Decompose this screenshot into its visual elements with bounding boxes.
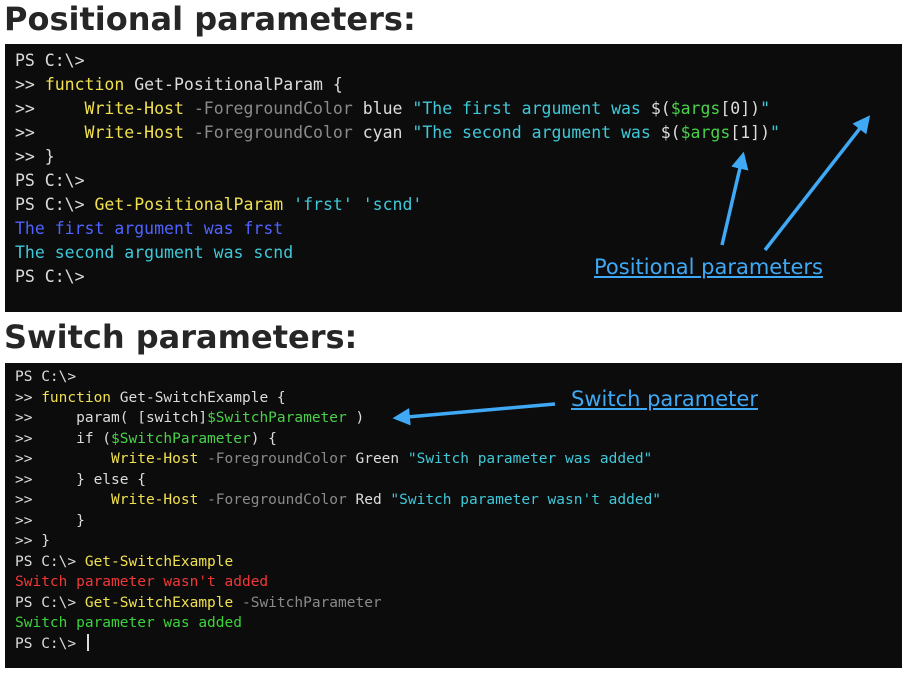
code-token: The second argument was scnd [15, 243, 294, 262]
code-token: "The second argument was [412, 123, 661, 142]
code-token: function [41, 389, 112, 406]
terminal-line: PS C:\> [15, 169, 85, 193]
terminal-line: >> } [15, 511, 85, 532]
terminal-line: >> } [15, 145, 55, 169]
code-token: >> [15, 123, 85, 142]
terminal-line: >> Write-Host -ForegroundColor Red "Swit… [15, 490, 661, 511]
code-token: >> [15, 389, 42, 406]
code-token: "The first argument was [412, 99, 651, 118]
code-token: The first argument was frst [15, 219, 284, 238]
code-token: -ForegroundColor [183, 123, 353, 142]
code-token: Red [346, 492, 391, 508]
terminal-line: PS C:\> Get-PositionalParam 'frst' 'scnd… [15, 193, 422, 217]
code-token: $SwitchParameter [111, 430, 251, 447]
terminal-line: PS C:\> Get-SwitchExample [15, 552, 233, 573]
code-token: >> [15, 75, 45, 94]
switch-parameters-heading: Switch parameters: [4, 318, 358, 356]
code-token: Get-PositionalParam { [124, 75, 343, 94]
code-token: Green [346, 451, 408, 467]
code-token: Write-Host [84, 99, 184, 118]
terminal-line: PS C:\> [15, 367, 76, 388]
code-token: -ForegroundColor [183, 99, 353, 118]
code-token: [0]) [720, 99, 761, 118]
terminal-line: >> function Get-SwitchExample { [15, 388, 286, 409]
terminal-line: PS C:\> Get-SwitchExample -SwitchParamet… [15, 593, 382, 614]
switch-parameter-annotation: Switch parameter [571, 387, 758, 411]
code-token: Switch parameter was added [15, 615, 242, 631]
code-token: >> [15, 99, 85, 118]
code-token: >> } [15, 512, 85, 529]
code-token: blue [352, 99, 413, 118]
terminal-line: PS C:\> [15, 633, 89, 655]
terminal-line: >> Write-Host -ForegroundColor cyan "The… [15, 121, 780, 145]
code-token: cyan [352, 123, 413, 142]
code-token: Get-SwitchExample [84, 594, 234, 611]
code-token: Write-Host [84, 123, 184, 142]
positional-parameters-terminal: PS C:\> >> function Get-PositionalParam {… [5, 44, 902, 312]
code-token: >> [15, 451, 112, 467]
terminal-line: >> } else { [15, 470, 146, 491]
code-token: PS C:\> [15, 51, 85, 70]
code-token: $( [660, 123, 681, 142]
code-token: >> } [15, 147, 55, 166]
positional-parameters-heading: Positional parameters: [4, 0, 416, 38]
code-token: [1]) [730, 123, 771, 142]
code-token: $( [650, 99, 671, 118]
terminal-line: PS C:\> [15, 265, 85, 289]
terminal-line: PS C:\> [15, 49, 85, 73]
code-token: Get-SwitchExample [84, 553, 234, 570]
code-token: Switch parameter wasn't added [15, 574, 269, 590]
code-token: >> [15, 492, 112, 508]
code-token: ) { [250, 430, 277, 447]
switch-parameters-terminal[interactable]: PS C:\>>> function Get-SwitchExample {>>… [5, 363, 902, 668]
code-token: >> if ( [15, 430, 112, 447]
code-token: $SwitchParameter [207, 410, 347, 426]
code-token: -ForegroundColor [198, 451, 347, 467]
code-token: PS C:\> [15, 594, 85, 611]
code-token: ) [346, 410, 365, 426]
code-token: >> } [15, 533, 50, 549]
code-token: -SwitchParameter [233, 594, 382, 611]
code-token: 'frst' 'scnd' [283, 195, 423, 214]
code-token: $args [670, 99, 721, 118]
terminal-line: The second argument was scnd [15, 241, 293, 265]
code-token: PS C:\> [15, 171, 85, 190]
code-token: PS C:\> [15, 635, 85, 652]
terminal-line: Switch parameter was added [15, 613, 242, 634]
code-token: " [760, 99, 771, 118]
code-token: "Switch parameter wasn't added" [390, 492, 662, 508]
code-token: >> } else { [15, 471, 146, 488]
code-token: PS C:\> [15, 267, 85, 286]
code-token: -ForegroundColor [198, 492, 347, 508]
code-token: Get-SwitchExample { [111, 389, 286, 406]
code-token: PS C:\> [15, 369, 77, 385]
code-token: Write-Host [111, 451, 199, 467]
code-token: " [770, 123, 780, 142]
code-token: function [44, 75, 125, 94]
code-token: >> param( [switch] [15, 410, 208, 426]
positional-parameters-annotation: Positional parameters [594, 255, 823, 279]
code-token: "Switch parameter was added" [407, 451, 653, 467]
terminal-line: The first argument was frst [15, 217, 283, 241]
terminal-line: >> if ($SwitchParameter) { [15, 429, 277, 450]
text-cursor [86, 633, 89, 651]
code-token: PS C:\> [15, 195, 95, 214]
code-token: Write-Host [111, 492, 199, 508]
code-token: PS C:\> [15, 553, 85, 570]
terminal-line: >> Write-Host -ForegroundColor Green "Sw… [15, 449, 652, 470]
code-token: Get-PositionalParam [94, 195, 284, 214]
terminal-line: Switch parameter wasn't added [15, 572, 268, 593]
terminal-line: >> function Get-PositionalParam { [15, 73, 343, 97]
terminal-line: >> } [15, 531, 50, 552]
terminal-line: >> param( [switch]$SwitchParameter ) [15, 408, 364, 429]
terminal-line: >> Write-Host -ForegroundColor blue "The… [15, 97, 770, 121]
code-token: $args [680, 123, 731, 142]
